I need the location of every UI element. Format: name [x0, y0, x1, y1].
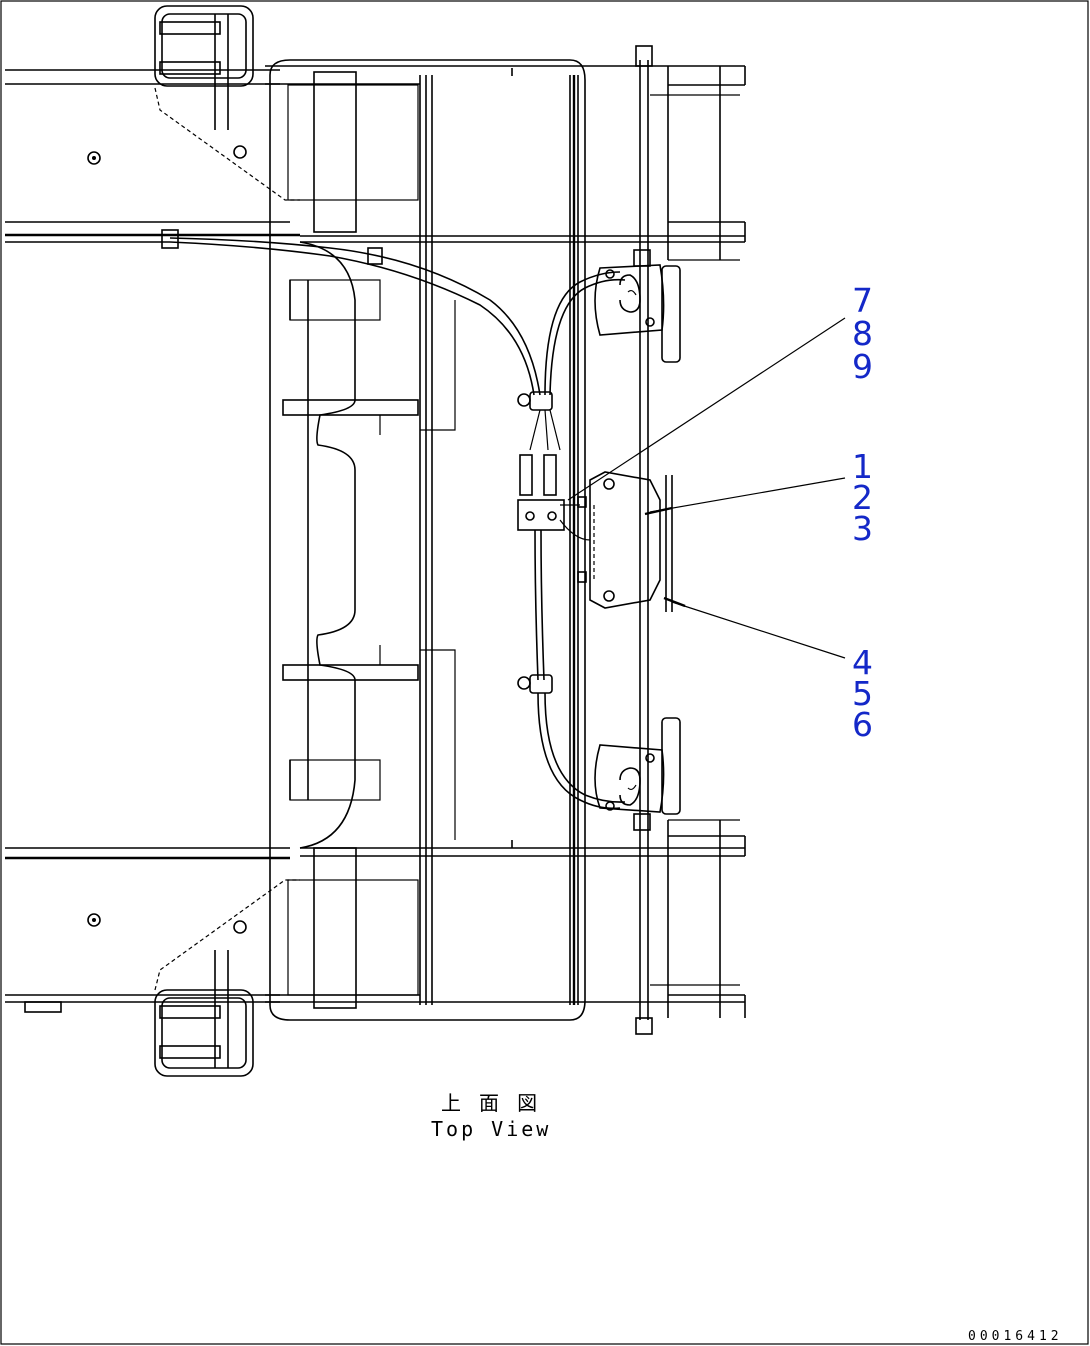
wiring-harness — [161, 229, 626, 810]
leader-1-2-3 — [649, 477, 846, 513]
clamp-icon — [517, 676, 531, 690]
connector-icon — [543, 454, 557, 496]
leader-4-5-6 — [671, 601, 846, 659]
bottom-left-bracket — [154, 989, 254, 1077]
center-backrest — [282, 241, 456, 849]
drawing-code: 00016412 — [968, 1329, 1063, 1344]
callout-number: 7 — [852, 281, 873, 320]
callout-number: 1 — [852, 447, 873, 486]
caption-japanese: 上 面 図 — [441, 1091, 540, 1115]
connector-icon — [519, 454, 533, 496]
callout-1-2-3: 1 2 3 — [852, 447, 873, 548]
bolt-icon — [87, 913, 101, 927]
leader-lines — [567, 317, 846, 659]
callout-number: 2 — [852, 478, 873, 517]
carriage-frame — [265, 45, 746, 1035]
lower-work-lamp — [594, 717, 681, 831]
callout-number: 8 — [852, 314, 873, 353]
callout-number: 4 — [852, 643, 873, 682]
callout-number: 6 — [852, 705, 873, 744]
top-fork-arm — [5, 5, 300, 243]
bolt-icon — [87, 151, 101, 165]
leader-7-8-9 — [567, 317, 846, 501]
callout-number: 3 — [852, 509, 873, 548]
callout-number: 5 — [852, 674, 873, 713]
bottom-fork-arm — [5, 847, 300, 1077]
control-box — [577, 471, 686, 612]
callout-number: 9 — [852, 347, 873, 386]
clamp-icon — [517, 393, 531, 407]
caption-english: Top View — [431, 1117, 551, 1141]
top-left-bracket — [154, 5, 254, 87]
callout-7-8-9: 7 8 9 — [852, 281, 873, 386]
upper-work-lamp — [594, 249, 681, 363]
callout-4-5-6: 4 5 6 — [852, 643, 873, 744]
